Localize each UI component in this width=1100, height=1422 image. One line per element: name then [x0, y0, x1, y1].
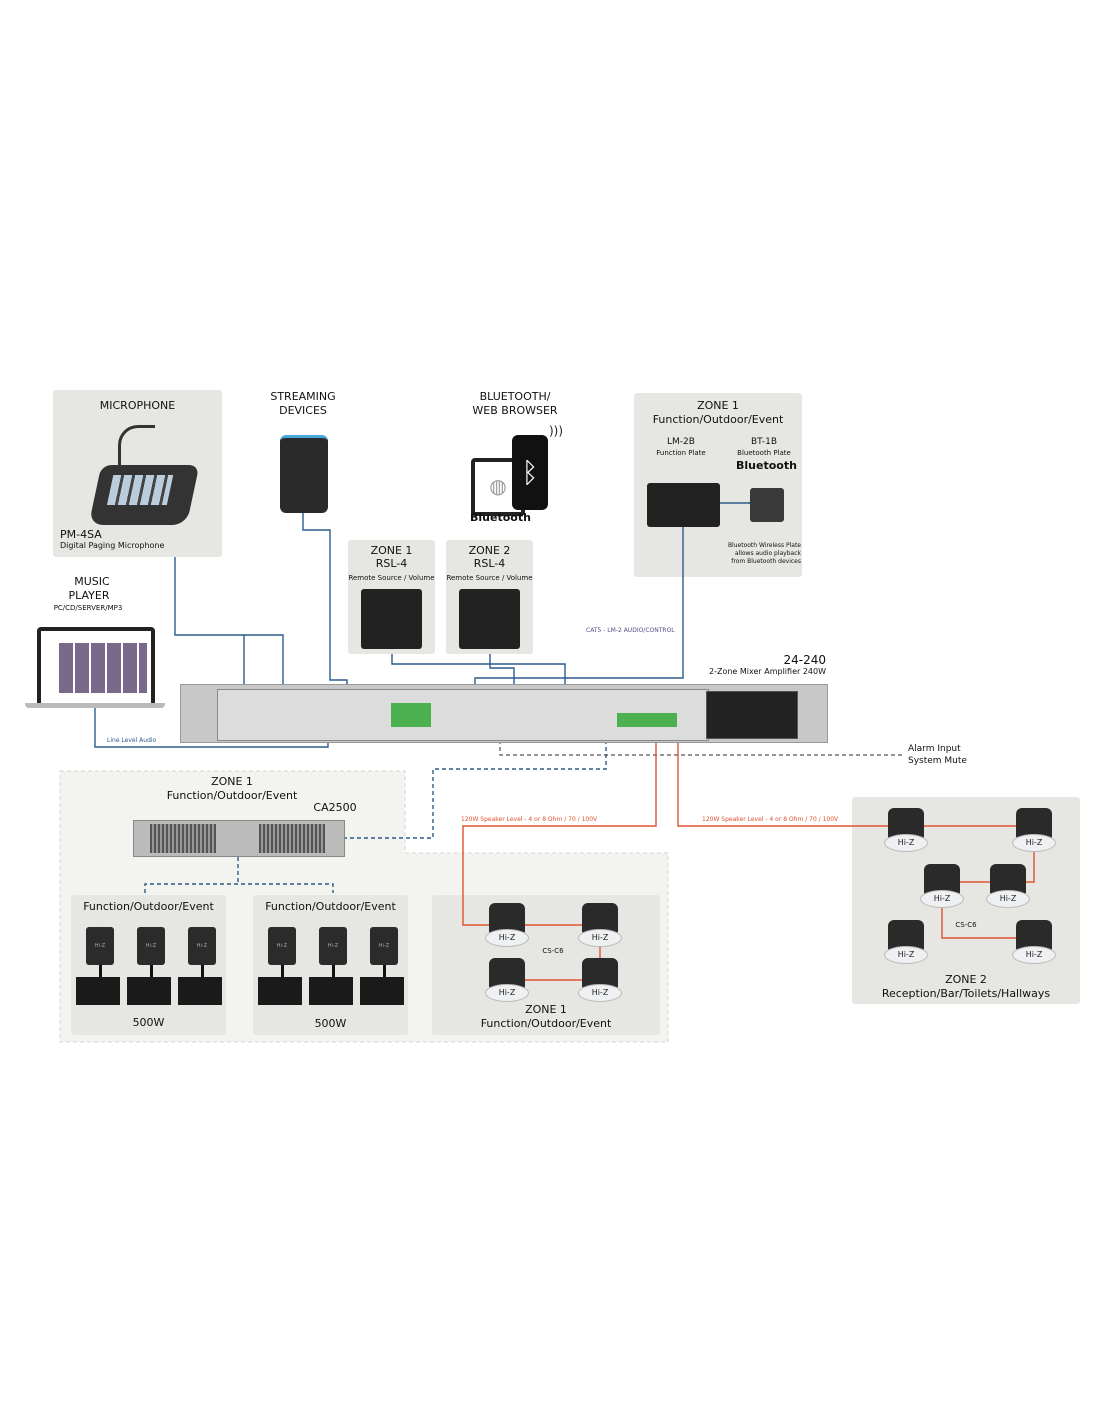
ceiling-speaker: Hi-Z: [578, 903, 622, 949]
pa-speaker: Hi-Z: [258, 927, 308, 1011]
phone-bluetooth-icon: ᛒ: [512, 435, 548, 510]
paging-microphone-image: [88, 465, 200, 525]
rsl2-desc: Remote Source / Volume: [446, 574, 533, 582]
lower-zone1-area: Function/Outdoor/Event: [166, 789, 298, 802]
pa-speaker: Hi-Z: [76, 927, 126, 1011]
lm-desc: Function Plate: [656, 449, 706, 457]
pa-speaker: Hi-Z: [178, 927, 228, 1011]
line-level-label: Line Level Audio: [107, 737, 157, 744]
alarm-line1: Alarm Input: [908, 744, 961, 754]
ca2500-model: CA2500: [313, 801, 357, 814]
pa-group1-panel: [71, 895, 226, 1035]
zone1-ceiling-panel: [432, 895, 660, 1035]
ceiling-speaker: Hi-Z: [884, 920, 928, 966]
streaming-line2: DEVICES: [279, 404, 327, 417]
amp-model: 24-240: [783, 653, 826, 667]
laptop-base: [25, 703, 165, 708]
ceiling-speaker: Hi-Z: [485, 958, 529, 1004]
microphone-desc: Digital Paging Microphone: [60, 541, 165, 550]
alarm-cable: [499, 740, 905, 756]
zone1-ceiling-area: Function/Outdoor/Event: [480, 1017, 612, 1030]
bt-desc: Bluetooth Plate: [737, 449, 791, 457]
bt-note-3: from Bluetooth devices: [731, 558, 801, 565]
music-sub: PC/CD/SERVER/MP3: [53, 604, 123, 612]
laptop-icon: [37, 627, 155, 707]
music-line1: MUSIC: [74, 575, 110, 588]
pa-group1-power: 500W: [132, 1016, 165, 1029]
bluetooth-logo: Bluetooth: [470, 511, 531, 524]
ca2500-input-cable: [345, 740, 607, 839]
bluetooth-line1: BLUETOOTH/: [479, 390, 551, 403]
microphone-model: PM-4SA: [60, 528, 102, 541]
rsl1-model: RSL-4: [375, 557, 408, 570]
mixer-amplifier-rack: [180, 684, 828, 743]
bt1b-plate-image: [750, 488, 784, 522]
ceiling-speaker: Hi-Z: [920, 864, 964, 910]
zone2-speaker-cable-label: 120W Speaker Level - 4 or 8 Ohm / 70 / 1…: [702, 816, 839, 823]
zone2-speaker-cable: [677, 735, 1035, 939]
rsl1-desc: Remote Source / Volume: [348, 574, 435, 582]
ceiling-speaker: Hi-Z: [1012, 808, 1056, 854]
rsl2-model: RSL-4: [473, 557, 506, 570]
streaming-line1: STREAMING: [270, 390, 336, 403]
streaming-cable: [302, 510, 348, 704]
ceiling-speaker: Hi-Z: [578, 958, 622, 1004]
bt-model: BT-1B: [751, 437, 777, 447]
mic-cable: [174, 557, 284, 726]
cat5-label: CAT5 - LM-2 AUDIO/CONTROL: [586, 627, 675, 634]
amp-desc: 2-Zone Mixer Amplifier 240W: [708, 667, 826, 676]
music-line2: PLAYER: [68, 589, 110, 602]
lm-model: LM-2B: [667, 437, 695, 447]
pa-speaker: Hi-Z: [127, 927, 177, 1011]
zone2-title: ZONE 2: [945, 973, 987, 986]
zone1-ceiling-model: CS-C6: [542, 947, 564, 955]
pa-group1-title: Function/Outdoor/Event: [83, 900, 214, 913]
lm2b-plate-image: [647, 483, 720, 527]
pa-group2-panel: [253, 895, 408, 1035]
rsl2-zone: ZONE 2: [468, 544, 511, 557]
ceiling-speaker: Hi-Z: [884, 808, 928, 854]
pa-group2-title: Function/Outdoor/Event: [265, 900, 396, 913]
alarm-line2: System Mute: [908, 756, 967, 766]
pa-speaker: Hi-Z: [309, 927, 359, 1011]
rsl1-zone: ZONE 1: [370, 544, 413, 557]
gooseneck-icon: [118, 425, 155, 470]
pa-speaker: Hi-Z: [360, 927, 410, 1011]
zone2-model: CS-C6: [955, 921, 977, 929]
ca2500-output-cables: [144, 857, 334, 893]
plates-area: Function/Outdoor/Event: [652, 413, 784, 426]
bt-note-2: allows audio playback: [734, 550, 801, 557]
ceiling-speaker: Hi-Z: [485, 903, 529, 949]
bt-note-1: Bluetooth Wireless Plate: [727, 542, 801, 549]
ca2500-amplifier: [133, 820, 345, 857]
bluetooth-line2: WEB BROWSER: [472, 404, 558, 417]
zone1-speaker-cable-label: 120W Speaker Level - 4 or 8 Ohm / 70 / 1…: [461, 816, 598, 823]
ceiling-speaker: Hi-Z: [986, 864, 1030, 910]
pa-group2-power: 500W: [314, 1017, 347, 1030]
zone2-area: Reception/Bar/Toilets/Hallways: [881, 987, 1051, 1000]
zone1-ceiling-zone: ZONE 1: [525, 1003, 567, 1016]
smart-speaker-icon: [280, 435, 328, 513]
rsl2-plate-image: [459, 589, 520, 649]
ceiling-speaker: Hi-Z: [1012, 920, 1056, 966]
microphone-title: MICROPHONE: [99, 399, 176, 412]
plates-zone: ZONE 1: [697, 399, 739, 412]
lower-zone1-title: ZONE 1: [211, 775, 253, 788]
wireless-icon: ))): [549, 424, 564, 438]
bt-plate-logo: Bluetooth: [736, 459, 797, 472]
rsl1-plate-image: [361, 589, 422, 649]
